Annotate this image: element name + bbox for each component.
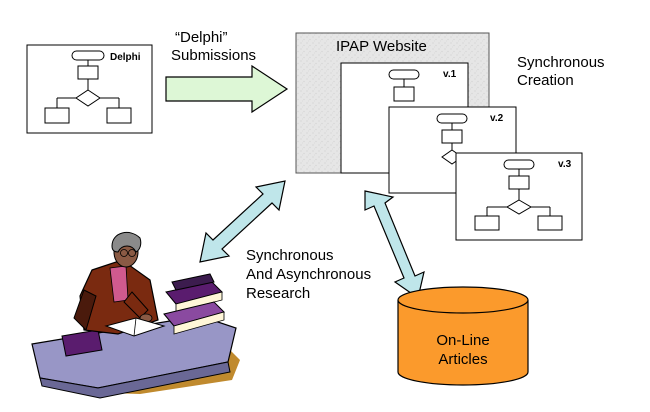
research-arrow [199, 180, 286, 263]
submissions-label: Submissions [171, 47, 256, 64]
delphi-tag: Delphi [110, 52, 141, 63]
delphi-quote-label: “Delphi” [175, 29, 228, 46]
db-label-line2: Articles [438, 351, 487, 368]
researcher-clipart [31, 231, 240, 399]
delphi-flowchart: Delphi [26, 44, 153, 134]
version-1-tag: v.1 [443, 69, 457, 80]
version-3-flowchart: v.3 [455, 152, 583, 241]
version-2-flowchart: v.2 [388, 106, 517, 194]
version-3-tag: v.3 [558, 159, 572, 170]
research-label-line3: Research [246, 285, 310, 302]
database-arrow [364, 190, 425, 299]
version-2-tag: v.2 [490, 113, 504, 124]
online-articles-database: On-Line Articles [397, 286, 529, 386]
db-label-line1: On-Line [436, 332, 489, 349]
research-label-line1: Synchronous [246, 247, 334, 264]
creation-label: Creation [517, 72, 574, 89]
synchronous-label: Synchronous [517, 54, 605, 71]
research-label-line2: And Asynchronous [246, 266, 371, 283]
submission-arrow [165, 64, 289, 114]
ipap-website-label: IPAP Website [336, 38, 427, 55]
